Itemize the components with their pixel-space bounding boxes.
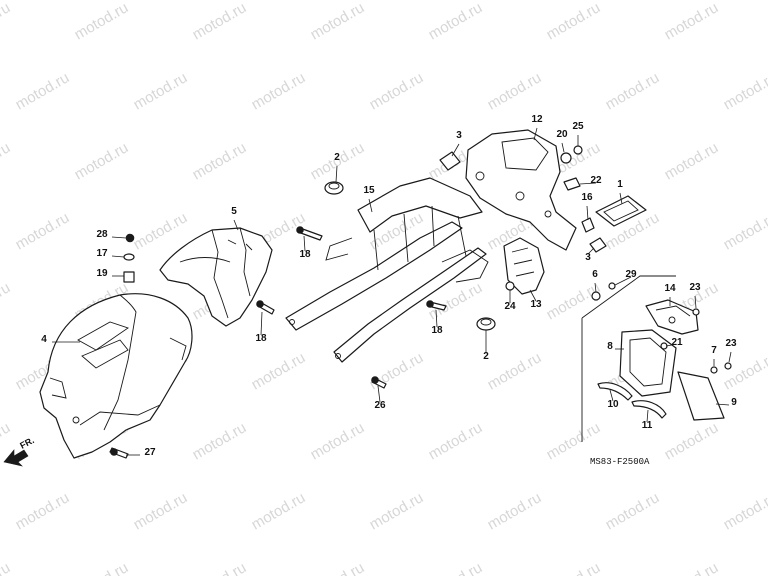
watermark-text: motod.ru <box>721 69 768 113</box>
watermark-text: motod.ru <box>308 559 368 576</box>
callout-number: 4 <box>41 334 47 345</box>
callout-number: 25 <box>572 121 584 132</box>
callout-number: 17 <box>96 248 108 259</box>
callout-number: 20 <box>556 129 568 140</box>
callout-number: 28 <box>96 229 108 240</box>
watermark-text: motod.ru <box>72 0 132 43</box>
callout-number: 18 <box>431 325 443 336</box>
front-direction-label: FR. <box>18 435 35 451</box>
callout-number: 23 <box>689 282 701 293</box>
callout-number: 2 <box>483 351 489 362</box>
callout-number: 16 <box>581 192 593 203</box>
callout-number: 14 <box>664 283 676 294</box>
watermark-text: motod.ru <box>603 489 663 533</box>
watermark-text: motod.ru <box>72 139 132 183</box>
callout-number: 8 <box>607 341 613 352</box>
callout-number: 29 <box>625 269 637 280</box>
callout-number: 3 <box>456 130 462 141</box>
callout-number: 23 <box>725 338 737 349</box>
watermark-text: motod.ru <box>0 0 13 43</box>
callout-number: 2 <box>334 152 340 163</box>
watermark-text: motod.ru <box>721 349 768 393</box>
callout-number: 24 <box>504 301 516 312</box>
watermark-text: motod.ru <box>662 139 722 183</box>
watermark-text: motod.ru <box>367 349 427 393</box>
watermark-text: motod.ru <box>308 0 368 43</box>
callout-number: 12 <box>531 114 543 125</box>
watermark-text: motod.ru <box>603 69 663 113</box>
watermark-text: motod.ru <box>426 559 486 576</box>
watermark-text: motod.ru <box>426 0 486 43</box>
callout-number: 26 <box>374 400 386 411</box>
callout-number: 9 <box>731 397 737 408</box>
callout-number: 10 <box>607 399 619 410</box>
callout-number: 21 <box>671 337 683 348</box>
strip-parts <box>597 382 667 419</box>
rear-bracket-part <box>465 129 577 251</box>
inner-fender-part <box>159 227 273 327</box>
watermark-text: motod.ru <box>544 0 604 43</box>
rear-frame-part <box>285 177 489 363</box>
callout-number: 7 <box>711 345 717 356</box>
callout-number: 19 <box>96 268 108 279</box>
watermark-text: motod.ru <box>544 279 604 323</box>
reflector-part <box>595 195 647 227</box>
leader-lines <box>52 127 732 456</box>
front-direction-arrow: FR. <box>3 435 36 467</box>
watermark-text: motod.ru <box>308 419 368 463</box>
rear-fender-part <box>39 293 193 459</box>
watermark-text: motod.ru <box>721 209 768 253</box>
watermark-text: motod.ru <box>367 489 427 533</box>
callout-number: 3 <box>585 252 591 263</box>
callout-number: 11 <box>642 420 653 431</box>
watermark-text: motod.ru <box>72 559 132 576</box>
watermark-text: motod.ru <box>13 489 73 533</box>
callout-number: 1 <box>617 179 623 190</box>
callout-number: 22 <box>590 175 602 186</box>
watermark-text: motod.ru <box>131 69 191 113</box>
watermark-text: motod.ru <box>367 69 427 113</box>
watermark-text: motod.ru <box>426 419 486 463</box>
watermark-text: motod.ru <box>485 349 545 393</box>
watermark-text: motod.ru <box>544 559 604 576</box>
watermark-text: motod.ru <box>0 559 13 576</box>
watermark-text: motod.ru <box>13 209 73 253</box>
watermark-text: motod.ru <box>190 419 250 463</box>
watermark-text: motod.ru <box>662 419 722 463</box>
watermark-text: motod.ru <box>249 489 309 533</box>
callout-number: 13 <box>530 299 542 310</box>
diagram-code: MS83-F2500A <box>590 457 650 467</box>
license-group-panel <box>581 275 676 442</box>
watermark-text: motod.ru <box>13 69 73 113</box>
watermark-text: motod.ru <box>249 349 309 393</box>
watermark-text: motod.ru <box>662 0 722 43</box>
callout-number: 6 <box>592 269 598 280</box>
watermark-text: motod.ru <box>0 279 13 323</box>
watermark-text: motod.ru <box>662 559 722 576</box>
watermark-text: motod.ru <box>249 69 309 113</box>
watermark-text: motod.ru <box>131 489 191 533</box>
fasteners <box>109 145 732 459</box>
watermark-text: motod.ru <box>485 489 545 533</box>
watermark-text: motod.ru <box>721 489 768 533</box>
callout-number: 18 <box>255 333 267 344</box>
callout-number: 27 <box>144 447 156 458</box>
watermark-text: motod.ru <box>190 559 250 576</box>
watermark-text: motod.ru <box>131 209 191 253</box>
watermark-text: motod.ru <box>485 69 545 113</box>
watermark-text: motod.ru <box>190 139 250 183</box>
license-plate-part <box>677 371 725 421</box>
watermark-text: motod.ru <box>190 0 250 43</box>
callout-number: 15 <box>363 185 375 196</box>
callout-number: 5 <box>231 206 237 217</box>
plate-frame-part <box>619 329 677 397</box>
license-bracket-part <box>645 299 699 335</box>
callout-number: 18 <box>299 249 311 260</box>
watermark-text: motod.ru <box>0 139 13 183</box>
